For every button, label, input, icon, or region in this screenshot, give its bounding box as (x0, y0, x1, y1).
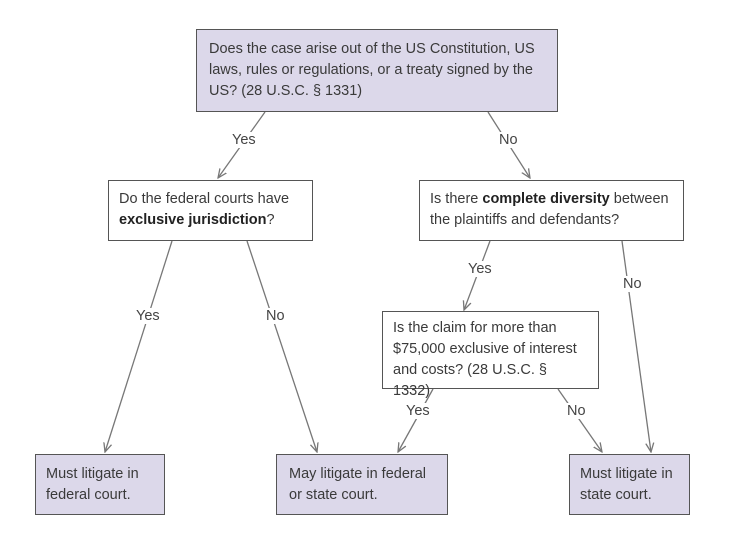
edge-q2-yes (105, 240, 173, 452)
question-federal-law: Does the case arise out of the US Consti… (196, 29, 558, 112)
edge-label-q1-no: No (497, 132, 520, 148)
question-amount-text: Is the claim for more than $75,000 exclu… (393, 320, 577, 399)
question-complete-diversity: Is there complete diversity between the … (419, 180, 684, 241)
edge-label-q4-yes: Yes (404, 403, 432, 419)
edge-label-q3-no: No (621, 276, 644, 292)
edge-q4-no (557, 388, 602, 452)
question-amount-in-controversy: Is the claim for more than $75,000 exclu… (382, 311, 599, 399)
q2-text-pre: Do the federal courts have (119, 191, 290, 207)
outcome-state-court: Must litigate in state court. (569, 454, 690, 515)
edge-label-q4-no: No (565, 403, 588, 419)
edge-q3-no (621, 240, 651, 452)
outcome-federal-text: Must litigate in federal court. (46, 466, 139, 503)
q3-text-bold: complete diversity (482, 191, 610, 207)
outcome-federal-or-state-court: May litigate in federal or state court. (276, 454, 448, 515)
edge-label-q2-yes: Yes (134, 308, 162, 324)
question-federal-law-text: Does the case arise out of the US Consti… (209, 41, 535, 99)
q3-text-pre: Is there (430, 191, 479, 207)
edge-label-q3-yes: Yes (466, 261, 494, 277)
outcome-federal-court: Must litigate in federal court. (35, 454, 165, 515)
edge-label-q1-yes: Yes (230, 132, 258, 148)
edge-q4-yes (398, 388, 434, 452)
q2-text-bold: exclusive jurisdiction (119, 212, 267, 228)
outcome-state-text: Must litigate in state court. (580, 466, 673, 503)
question-exclusive-jurisdiction: Do the federal courts have exclusive jur… (108, 180, 313, 241)
q2-text-post: ? (266, 212, 275, 228)
outcome-either-text: May litigate in federal or state court. (289, 466, 427, 503)
q3-text-post: between the plaintiffs and defendants? (430, 191, 669, 228)
edge-q2-no (246, 240, 317, 452)
edge-label-q2-no: No (264, 308, 287, 324)
